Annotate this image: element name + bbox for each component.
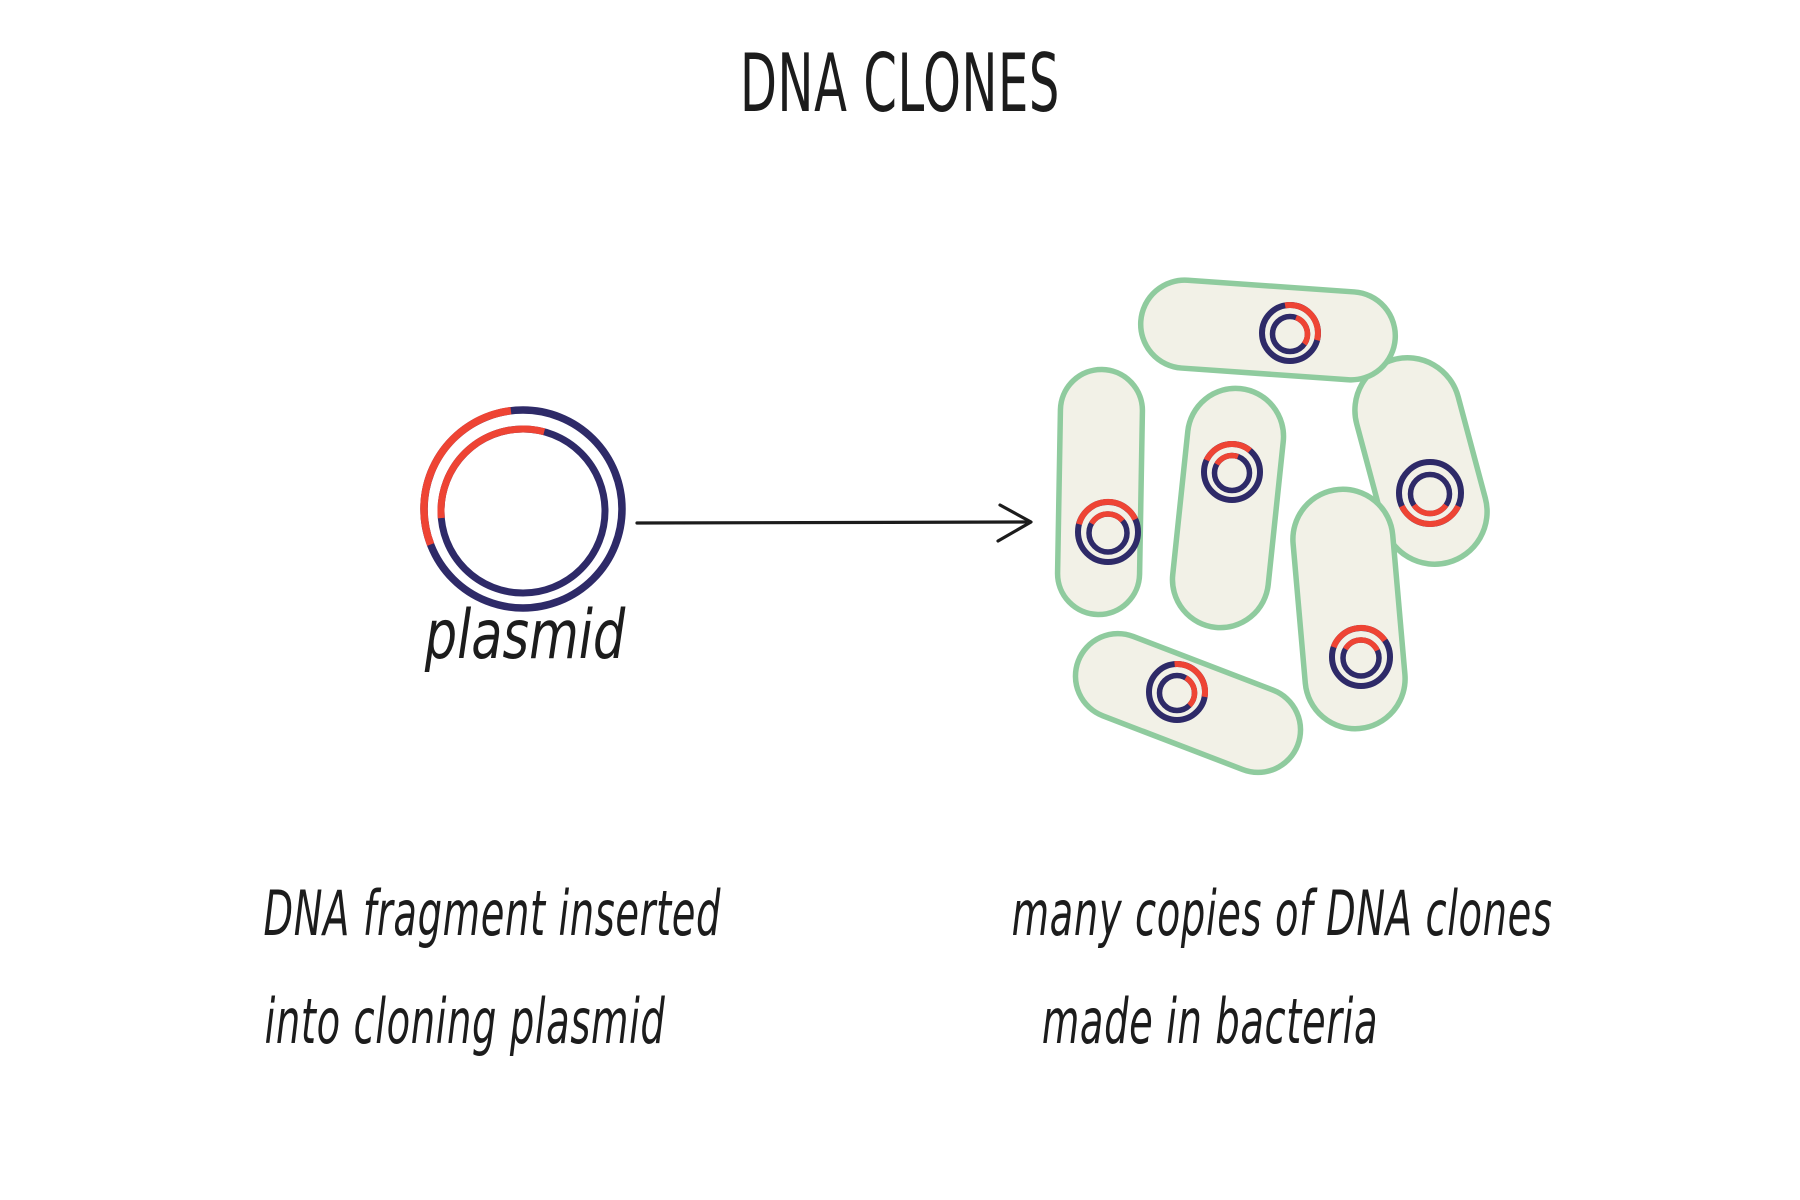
caption-right-line2: made in bacteria [1041,985,1379,1058]
caption-right: many copies of DNA clones made in bacter… [1011,860,1553,1076]
caption-left-line2: into cloning plasmid [264,985,666,1058]
plasmid-label: plasmid [424,596,626,675]
bacterium [1137,277,1399,383]
plasmid-drawing [420,406,626,612]
bacterium-body [1137,277,1399,383]
bacterium [1290,486,1408,732]
bacterium [1072,630,1304,776]
mini-insert-outer-arc [1174,661,1209,698]
mini-insert-outer-arc [1284,301,1321,341]
mini-insert-inner-arc [1214,452,1239,466]
bacterium-body [1169,385,1287,631]
arrow-icon [635,503,1033,543]
bacterium-body [1054,366,1146,618]
caption-right-line1: many copies of DNA clones [1011,877,1553,950]
mini-insert-inner-arc [1294,315,1311,346]
mini-insert-outer-arc [1076,498,1138,526]
mini-insert-inner-arc [1343,637,1380,652]
mini-insert-outer-arc [1399,504,1461,528]
arrow-head [996,503,1033,543]
page-title: DNA CLONES [739,37,1060,130]
mini-insert-inner-arc [1411,503,1449,517]
caption-left: DNA fragment inserted into cloning plasm… [263,860,722,1076]
mini-insert-outer-arc [1330,624,1388,649]
insert-fragment-outer-arc [420,406,512,546]
mini-insert-inner-arc [1089,511,1125,526]
bacterium-body [1290,486,1408,732]
arrow-shaft [635,520,1028,525]
bacterium [1054,366,1146,618]
mini-insert-outer-arc [1203,441,1252,462]
bacterium [1169,385,1287,631]
bacteria-cluster [1054,277,1490,776]
mini-insert-inner-arc [1184,675,1198,708]
insert-fragment-inner-arc [437,425,546,519]
caption-left-line1: DNA fragment inserted [263,877,722,950]
